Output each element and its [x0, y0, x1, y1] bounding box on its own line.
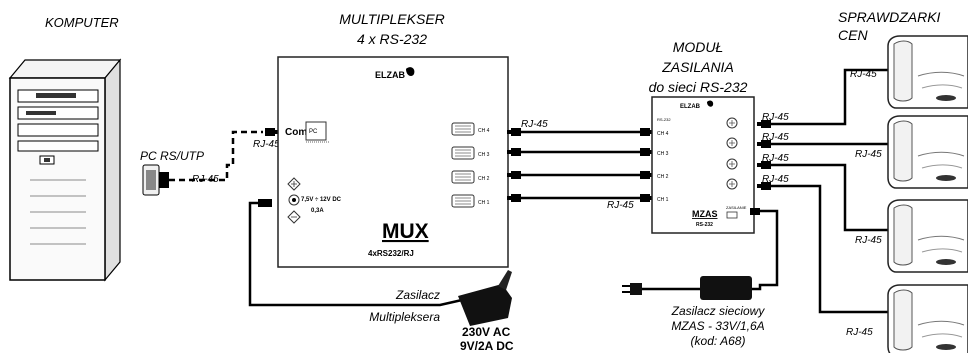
- mzas-power-label: ZASILANIE: [726, 205, 747, 210]
- price-checker-1: [887, 35, 968, 109]
- mux-ch4-label: CH 4: [478, 128, 490, 134]
- checkers-title-line1: SPRAWDZARKI: [838, 9, 941, 25]
- mux-power-voltage: 7,5V ÷ 12V DC: [301, 197, 342, 203]
- mzas-title-line2: ZASILANIA: [661, 59, 734, 75]
- mzas-ch3-label: CH 3: [657, 151, 669, 157]
- mzas-model: MZAS: [692, 209, 718, 219]
- rj45-label-mzas-in: RJ-45: [607, 200, 634, 211]
- mux-power-plug: [258, 199, 272, 207]
- mux-power-adapter-icon: [458, 270, 512, 326]
- pc-rs-utp-label: PC RS/UTP: [140, 149, 204, 163]
- mux-psu-spec-2: 9V/2A DC: [460, 339, 514, 353]
- mzas-ch1-label: CH 1: [657, 197, 669, 203]
- mux-psu-spec-1: 230V AC: [462, 325, 511, 339]
- mux-psu-label-2: Multipleksera: [369, 310, 440, 324]
- computer-tower-illustration: [8, 58, 122, 282]
- mzas-ch2-label: CH 2: [657, 174, 669, 180]
- mux-com-port-icon: [305, 121, 327, 141]
- mzas-psu-label-3: (kod: A68): [691, 334, 746, 348]
- rj45-label-checker3: RJ-45: [855, 235, 882, 246]
- mzas-to-checker-cables: [766, 68, 890, 314]
- mux-pc-label: PC: [309, 129, 318, 135]
- mzas-power-adapter-icon: [700, 276, 752, 300]
- mzas-brand: ELZAB: [680, 104, 701, 110]
- mzas-ch4-label: CH 4: [657, 131, 669, 137]
- mzas-title-line1: MODUŁ: [673, 39, 724, 55]
- mux-ch3-label: CH 3: [478, 152, 490, 158]
- mux-com-label: Com: [285, 127, 307, 138]
- rj45-label-mzas-out1: RJ-45: [762, 112, 789, 123]
- pc-to-mux-cable: [169, 130, 263, 182]
- rj45-label-checker2: RJ-45: [855, 149, 882, 160]
- rj45-label-pc: RJ-45: [192, 174, 219, 185]
- pc-serial-connector: [142, 164, 169, 196]
- rj45-label-mux-out: RJ-45: [521, 119, 548, 130]
- mains-plug-icon: [622, 283, 642, 295]
- mzas-psu-label-1: Zasilacz sieciowy: [671, 304, 766, 318]
- price-checker-3: [887, 199, 968, 273]
- mzas-elzab-logo-icon: [707, 100, 714, 107]
- mzas-power-cable: [752, 209, 779, 291]
- mux-power-current: 0,3A: [311, 208, 324, 214]
- mux-ch2-label: CH 2: [478, 176, 490, 182]
- mux-model-sub: 4xRS232/RJ: [368, 249, 414, 258]
- mux-title-line1: MULTIPLEKSER: [339, 11, 445, 27]
- rj45-label-mzas-out4: RJ-45: [762, 174, 789, 185]
- mzas-psu-label-2: MZAS - 33V/1,6A: [671, 319, 764, 333]
- mux-com-plug: [265, 128, 279, 136]
- mux-brand: ELZAB: [375, 70, 405, 80]
- rj45-label-checker4: RJ-45: [846, 327, 873, 338]
- rj45-label-mzas-out3: RJ-45: [762, 153, 789, 164]
- mzas-title-line3: do sieci RS-232: [649, 79, 748, 95]
- mux-model: MUX: [382, 220, 429, 243]
- price-checker-2: [887, 115, 968, 189]
- mux-to-mzas-plugs: [507, 128, 654, 202]
- mzas-rs-label: RS-232: [657, 117, 671, 122]
- mux-to-mzas-cables: [516, 130, 640, 200]
- mux-psu-label-1: Zasilacz: [395, 288, 440, 302]
- mzas-power-plug: [750, 208, 760, 215]
- checkers-title-line2: CEN: [838, 27, 868, 43]
- rj45-label-checker1: RJ-45: [850, 69, 877, 80]
- mux-power-cable: [248, 201, 463, 307]
- elzab-logo-icon: [406, 67, 415, 77]
- mux-ch1-label: CH 1: [478, 200, 490, 206]
- rj45-label-mzas-out2: RJ-45: [762, 132, 789, 143]
- mux-device: [277, 56, 509, 268]
- mzas-model-sub: RS-232: [696, 222, 713, 228]
- mux-power-symbol: [287, 177, 301, 224]
- computer-title: KOMPUTER: [45, 15, 119, 30]
- mux-title-line2: 4 x RS-232: [357, 31, 427, 47]
- rj45-label-mux-com: RJ-45: [253, 139, 280, 150]
- price-checker-4: [887, 284, 968, 353]
